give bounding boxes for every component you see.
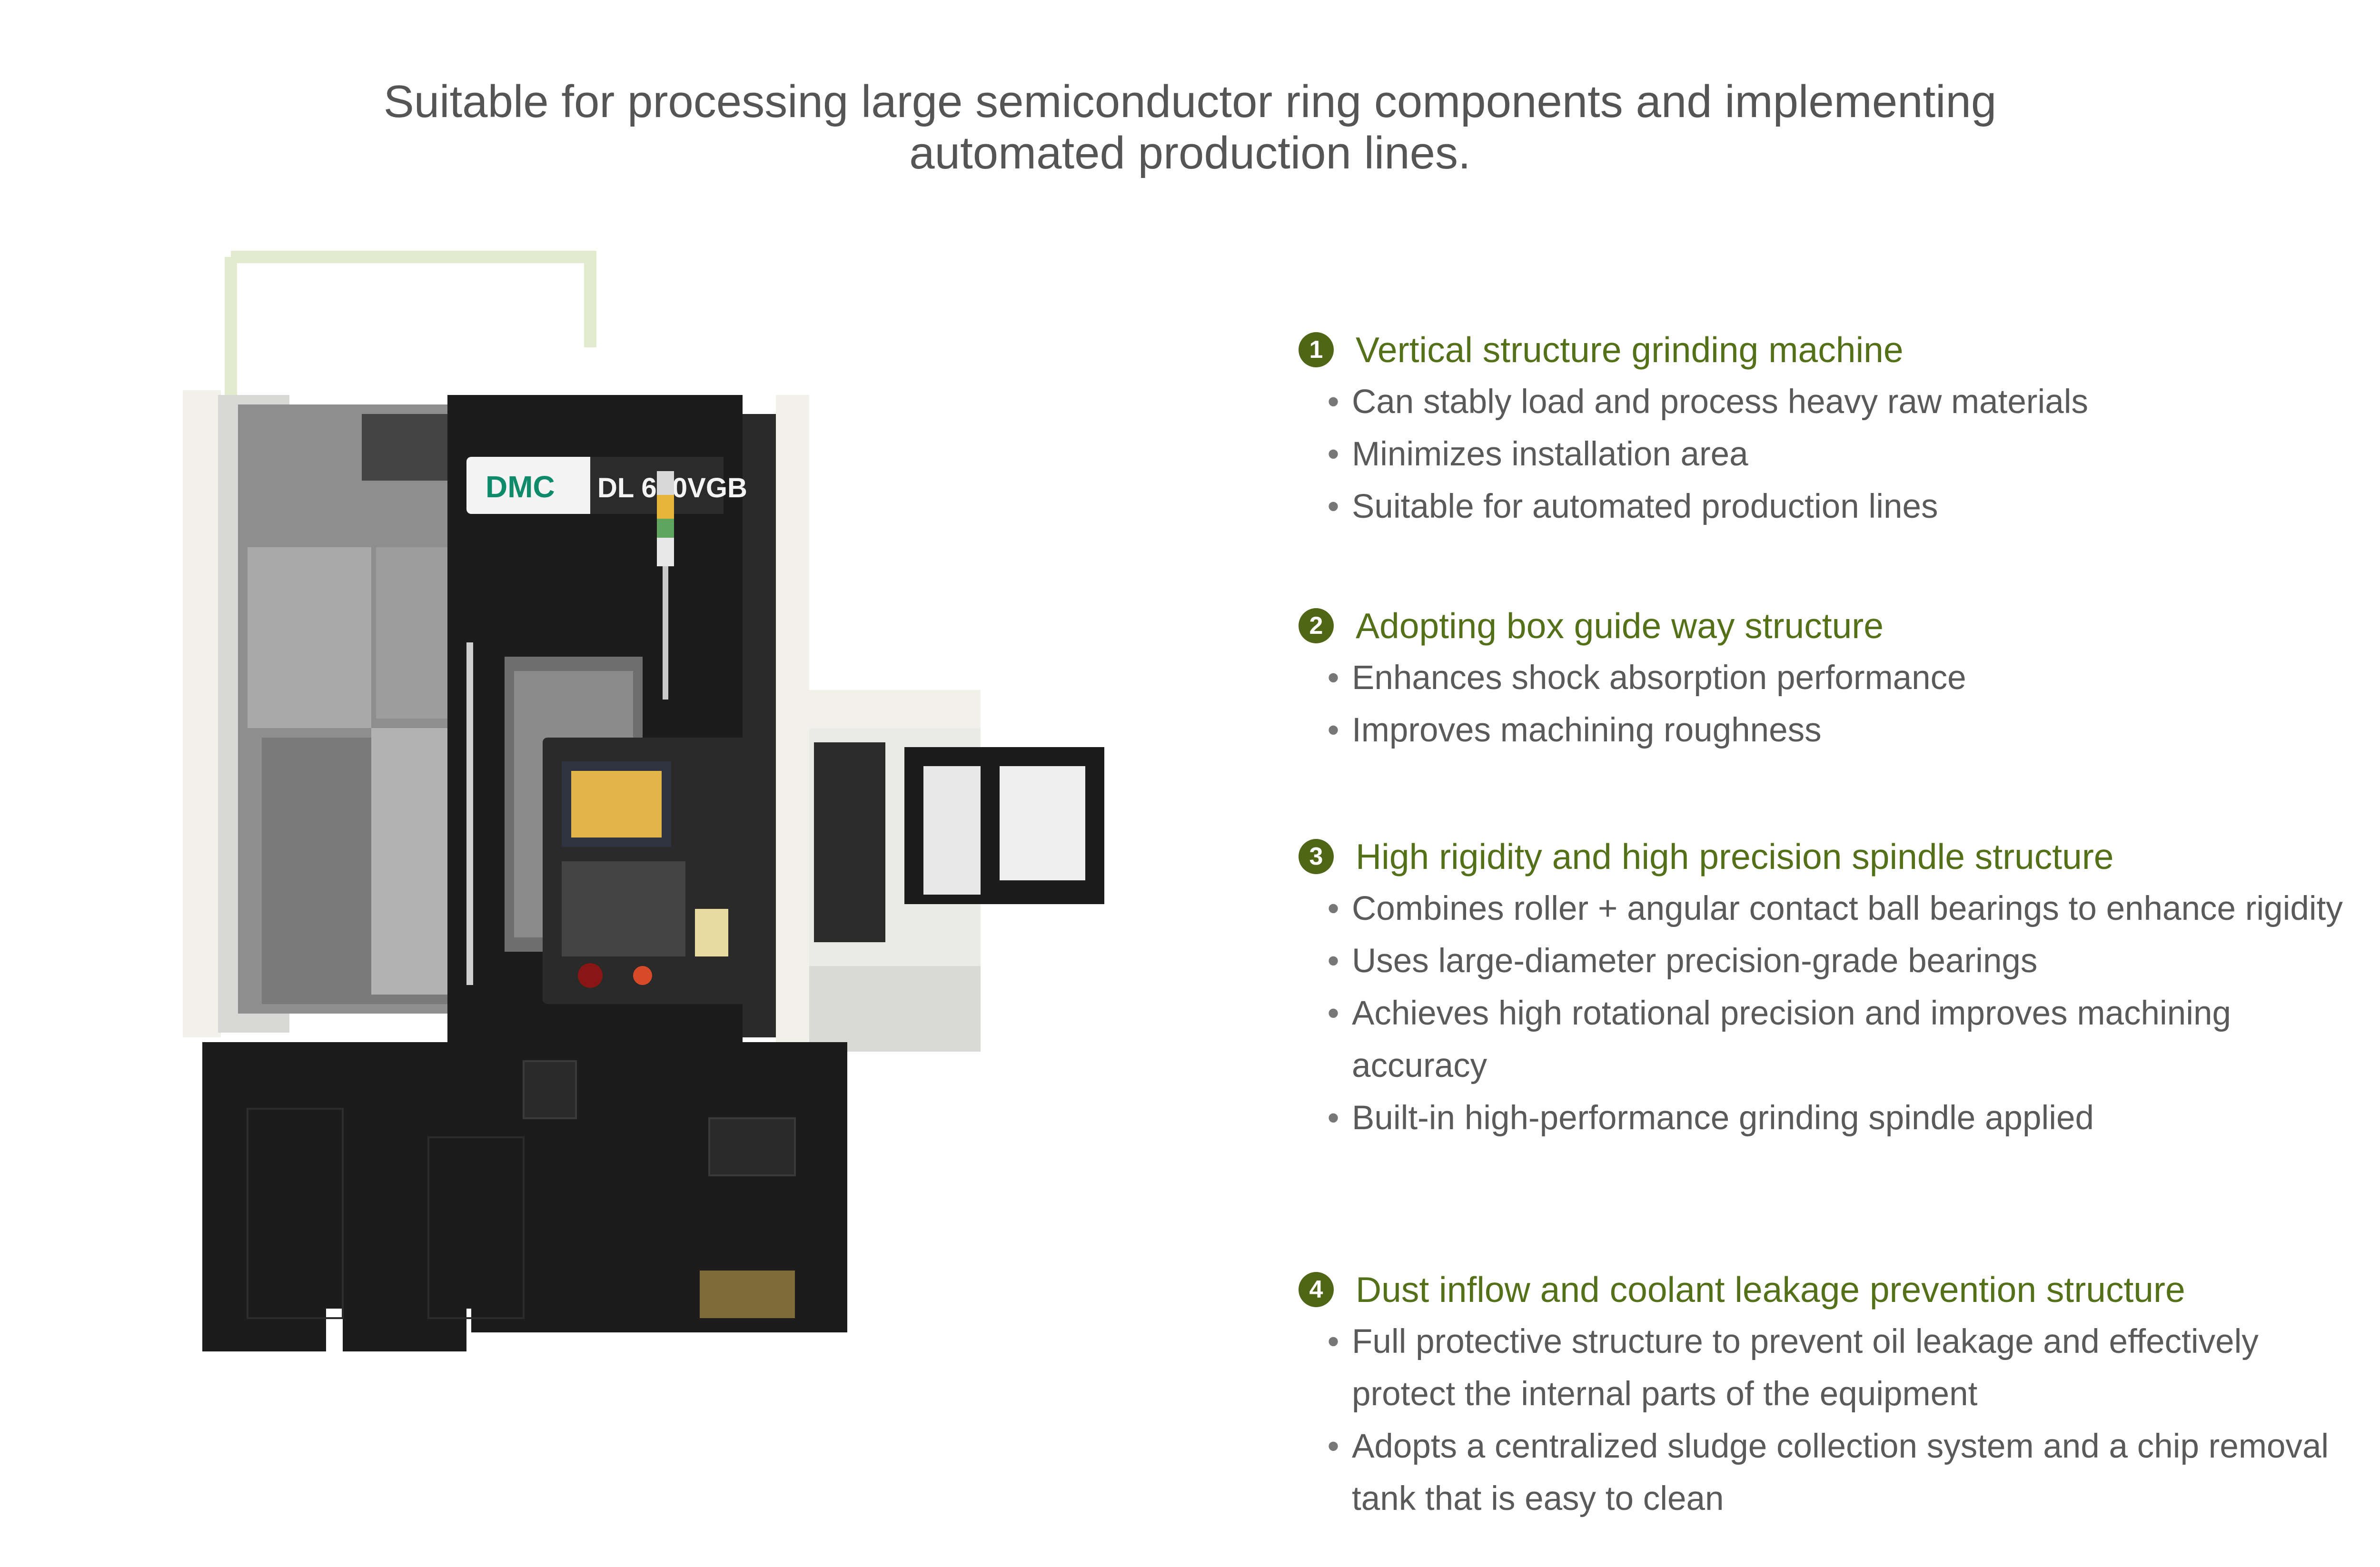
bullet-dot-icon: • <box>1327 659 1339 697</box>
feature-1-bullet-2: •Minimizes installation area <box>1299 428 2365 481</box>
headline-line-2: automated production lines. <box>909 128 1471 178</box>
headline: Suitable for processing large semiconduc… <box>238 76 2142 179</box>
bullet-dot-icon: • <box>1327 890 1339 927</box>
feature-4-number-badge: 4 <box>1299 1272 1334 1307</box>
feature-1-bullets: •Can stably load and process heavy raw m… <box>1299 376 2365 533</box>
machine-image: DMC DL 600VGB <box>162 243 1152 1385</box>
feature-3: 3 High rigidity and high precision spind… <box>1299 830 2365 1144</box>
bullet-dot-icon: • <box>1327 711 1339 749</box>
bullet-dot-icon: • <box>1327 435 1339 473</box>
feature-4-bullets: •Full protective structure to prevent oi… <box>1299 1316 2365 1525</box>
feature-2-bullet-2: •Improves machining roughness <box>1299 704 2365 757</box>
bullet-dot-icon: • <box>1327 383 1339 421</box>
feature-3-title: High rigidity and high precision spindle… <box>1356 837 2114 877</box>
feature-4-bullet-1: •Full protective structure to prevent oi… <box>1299 1316 2365 1420</box>
feature-4-title: Dust inflow and coolant leakage preventi… <box>1356 1270 2185 1310</box>
feature-2-header: 2 Adopting box guide way structure <box>1299 600 2365 652</box>
feature-3-bullets: •Combines roller + angular contact ball … <box>1299 883 2365 1144</box>
feature-1-bullet-1: •Can stably load and process heavy raw m… <box>1299 376 2365 428</box>
feature-4-bullet-2: •Adopts a centralized sludge collection … <box>1299 1420 2365 1525</box>
feature-3-header: 3 High rigidity and high precision spind… <box>1299 830 2365 883</box>
feature-3-bullet-2: •Uses large-diameter precision-grade bea… <box>1299 935 2365 987</box>
bullet-dot-icon: • <box>1327 942 1339 980</box>
feature-1-title: Vertical structure grinding machine <box>1356 330 1904 370</box>
machine-brand-text: DMC <box>486 470 555 504</box>
bullet-dot-icon: • <box>1327 1428 1339 1465</box>
feature-2-number-badge: 2 <box>1299 608 1334 643</box>
feature-2-bullets: •Enhances shock absorption performance •… <box>1299 652 2365 757</box>
feature-3-bullet-4: •Built-in high-performance grinding spin… <box>1299 1092 2365 1144</box>
feature-1-bullet-3: •Suitable for automated production lines <box>1299 481 2365 533</box>
feature-2-bullet-1: •Enhances shock absorption performance <box>1299 652 2365 704</box>
feature-1-header: 1 Vertical structure grinding machine <box>1299 324 2365 376</box>
feature-1-number-badge: 1 <box>1299 332 1334 367</box>
bullet-dot-icon: • <box>1327 995 1339 1032</box>
headline-line-1: Suitable for processing large semiconduc… <box>383 76 1997 127</box>
feature-2-title: Adopting box guide way structure <box>1356 606 1884 646</box>
feature-1: 1 Vertical structure grinding machine •C… <box>1299 324 2365 533</box>
bullet-dot-icon: • <box>1327 1323 1339 1360</box>
feature-3-number-badge: 3 <box>1299 839 1334 874</box>
feature-3-bullet-3: •Achieves high rotational precision and … <box>1299 987 2365 1092</box>
bullet-dot-icon: • <box>1327 1099 1339 1137</box>
bullet-dot-icon: • <box>1327 488 1339 525</box>
feature-4-header: 4 Dust inflow and coolant leakage preven… <box>1299 1263 2365 1316</box>
feature-3-bullet-1: •Combines roller + angular contact ball … <box>1299 883 2365 935</box>
feature-2: 2 Adopting box guide way structure •Enha… <box>1299 600 2365 757</box>
feature-4: 4 Dust inflow and coolant leakage preven… <box>1299 1263 2365 1525</box>
